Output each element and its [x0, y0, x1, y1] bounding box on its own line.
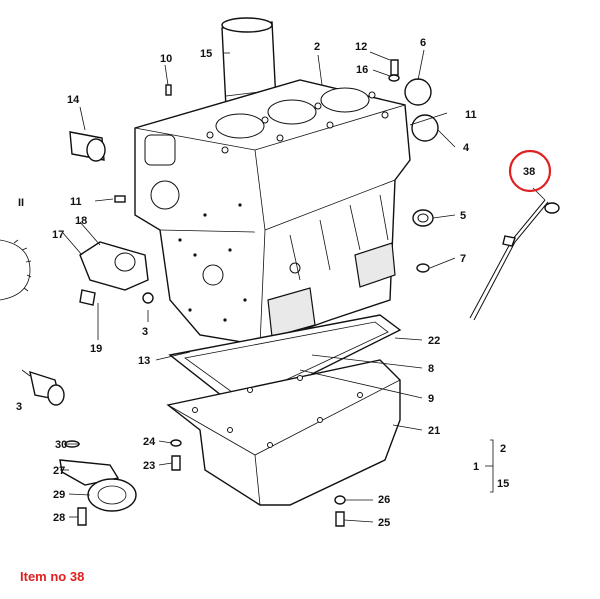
callout-27: 27	[53, 465, 65, 477]
callout-19: 19	[90, 343, 102, 355]
sleeve-14	[69, 131, 106, 162]
leader-lines	[21, 49, 546, 523]
plug-3-lower	[29, 370, 65, 406]
plug-3	[142, 292, 154, 304]
callout-17: 17	[52, 229, 64, 241]
callout-5: 5	[460, 210, 466, 222]
washer-16	[388, 74, 400, 82]
callout-13: 13	[138, 355, 150, 367]
callout-labels: 15 2 10 12 16 6 14 11 4 11 II 5 18 17 7 …	[16, 37, 535, 529]
dipstick-38	[469, 199, 560, 321]
callout-16: 16	[356, 64, 368, 76]
callout-II: II	[18, 197, 24, 209]
callout-30: 30	[55, 439, 67, 451]
callout-12: 12	[355, 41, 367, 53]
callout-10: 10	[160, 53, 172, 65]
callout-29: 29	[53, 489, 65, 501]
callout-15: 15	[200, 48, 212, 60]
callout-11-right: 11	[465, 109, 477, 121]
callout-7: 7	[460, 253, 466, 265]
washer-24	[170, 439, 182, 447]
item-caption: Item no 38	[20, 569, 85, 584]
oil-pan-gasket	[168, 314, 402, 411]
bolt-12	[390, 59, 399, 76]
callout-11-left: 11	[70, 196, 82, 208]
callout-23: 23	[143, 460, 155, 472]
pin-11	[114, 195, 126, 203]
bolt-23	[171, 455, 181, 471]
callout-21: 21	[428, 425, 440, 437]
callout-14: 14	[67, 94, 80, 106]
callout-3-lower: 3	[16, 401, 22, 413]
callout-4: 4	[463, 142, 470, 154]
highlight-circle	[508, 149, 552, 193]
callout-25: 25	[378, 517, 390, 529]
callout-8: 8	[428, 363, 434, 375]
bolt-28	[77, 507, 87, 526]
strainer-29	[87, 478, 137, 512]
callout-38: 38	[523, 166, 535, 178]
callout-28: 28	[53, 512, 65, 524]
oil-pan	[166, 359, 401, 506]
plug-7	[416, 263, 430, 273]
callout-2: 2	[314, 41, 320, 53]
plug-6	[404, 78, 432, 106]
callout-15-right: 15	[497, 478, 509, 490]
seal-5	[412, 209, 434, 227]
callout-26: 26	[378, 494, 390, 506]
plug-26	[334, 495, 346, 505]
callout-22: 22	[428, 335, 440, 347]
bolt-19	[79, 289, 96, 306]
engine-block	[134, 79, 411, 346]
plug-4	[411, 114, 439, 142]
callout-2-right: 2	[500, 443, 506, 455]
callout-1: 1	[473, 461, 479, 473]
callout-3: 3	[142, 326, 148, 338]
gear-partial	[0, 239, 32, 301]
callout-24: 24	[143, 436, 156, 448]
pin-10	[165, 84, 172, 96]
callout-6: 6	[420, 37, 426, 49]
plug-25	[335, 511, 345, 527]
callout-9: 9	[428, 393, 434, 405]
callout-18: 18	[75, 215, 87, 227]
cover-17	[79, 241, 149, 291]
